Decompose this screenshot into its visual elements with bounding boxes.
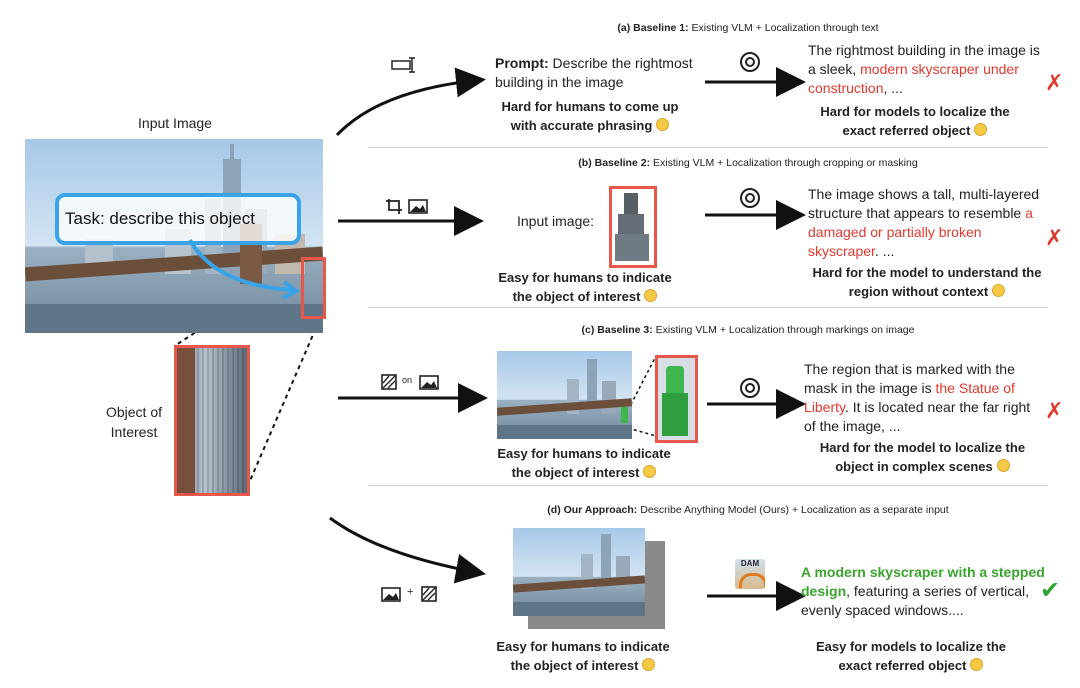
curve-arrow-to-ours [329, 516, 486, 584]
emoji-icon [644, 289, 658, 302]
ours-success-mark: ✔ [1040, 577, 1061, 604]
baseline1-prompt-label: Prompt: [495, 55, 549, 71]
ours-human-note-text: Easy for humans to indicate the object o… [496, 639, 670, 673]
ours-header-rest: Describe Anything Model (Ours) + Localiz… [637, 504, 949, 516]
baseline2-input-label: Input image: [517, 213, 595, 229]
baseline1-output-tail: , ... [883, 80, 903, 96]
baseline1-model-note: Hard for models to localize the exact re… [810, 102, 1020, 140]
emoji-icon [992, 284, 1006, 297]
baseline1-output-highlight: modern skyscraper under construction [808, 61, 1019, 96]
baseline2-model-note: Hard for the model to understand the reg… [812, 263, 1042, 301]
baseline1-header: (a) Baseline 1: Existing VLM + Localizat… [458, 22, 1038, 34]
dam-logo-icon: DAM [735, 559, 765, 589]
baseline3-output-highlight: the Statue of Liberty [804, 380, 1015, 415]
mask-on-image-icon [381, 373, 441, 391]
baseline2-output: The image shows a tall, multi-layered st… [808, 185, 1048, 261]
baseline2-output-tail: . ... [874, 243, 895, 259]
object-crop-image [174, 345, 250, 496]
baseline1-fail-mark: ✗ [1045, 70, 1064, 95]
ours-output: A modern skyscraper with a stepped desig… [801, 563, 1046, 620]
baseline1-human-note-text: Hard for humans to come up with accurate… [501, 99, 679, 133]
object-label-line1: Object of [105, 404, 163, 420]
object-label-line2: Interest [110, 424, 158, 440]
openai-logo-icon [738, 376, 762, 400]
baseline2-output-highlight: a damaged or partially broken skyscraper [808, 205, 1033, 259]
image-plus-mask-icon [381, 585, 441, 603]
icon-on-text: on [402, 375, 413, 385]
ours-input-image [513, 528, 645, 616]
baseline2-header: (b) Baseline 2: Existing VLM + Localizat… [458, 157, 1038, 169]
emoji-icon [642, 658, 656, 671]
ours-header: (d) Our Approach: Describe Anything Mode… [458, 504, 1038, 516]
dam-logo-text: DAM [740, 559, 760, 568]
baseline3-zoom-inset [655, 355, 698, 443]
ours-header-bold: (d) Our Approach: [547, 504, 638, 516]
ours-model-note: Easy for models to localize the exact re… [806, 637, 1016, 675]
separator-1 [368, 147, 1048, 148]
separator-3 [368, 485, 1048, 486]
baseline3-model-note: Hard for the model to localize the objec… [815, 438, 1030, 476]
baseline1-header-bold: (a) Baseline 1: [617, 22, 689, 34]
icon-plus-text: + [407, 586, 414, 598]
baseline2-header-bold: (b) Baseline 2: [578, 157, 651, 169]
baseline2-fail-mark: ✗ [1045, 225, 1064, 250]
baseline2-model-note-text: Hard for the model to understand the reg… [812, 265, 1042, 299]
curve-arrow-to-baseline1 [335, 67, 486, 137]
baseline3-human-note-text: Easy for humans to indicate the object o… [497, 446, 671, 480]
b3-zoom-line-top [627, 355, 657, 411]
b3-zoom-line-bottom [627, 427, 657, 437]
object-bbox [301, 257, 326, 319]
ours-output-highlight: A modern skyscraper with a stepped desig… [801, 564, 1045, 599]
emoji-icon [643, 465, 657, 478]
emoji-icon [970, 658, 984, 671]
task-callout: Task: describe this object [55, 193, 301, 245]
emoji-icon [656, 118, 670, 131]
baseline2-human-note-text: Easy for humans to indicate the object o… [498, 270, 672, 304]
crop-image-icon [386, 197, 430, 215]
baseline1-prompt: Prompt: Describe the rightmost building … [495, 54, 710, 92]
baseline2-output-plain: The image shows a tall, multi-layered st… [808, 186, 1040, 221]
baseline1-prompt-text: Describe the rightmost building in the i… [495, 55, 693, 90]
baseline1-header-rest: Existing VLM + Localization through text [688, 22, 879, 34]
ours-human-note: Easy for humans to indicate the object o… [494, 637, 672, 675]
input-image-label: Input Image [138, 115, 212, 131]
baseline3-marked-image [497, 351, 632, 439]
openai-logo-icon [738, 50, 762, 74]
baseline1-model-note-text: Hard for models to localize the exact re… [820, 104, 1010, 138]
task-text: Task: describe this object [65, 209, 255, 228]
zoom-line-bottom [245, 313, 323, 491]
baseline3-output: The region that is marked with the mask … [804, 360, 1039, 436]
ours-model-note-text: Easy for models to localize the exact re… [816, 639, 1006, 673]
baseline1-human-note: Hard for humans to come up with accurate… [495, 97, 685, 135]
baseline1-output: The rightmost building in the image is a… [808, 41, 1043, 98]
emoji-icon [996, 459, 1010, 472]
baseline3-header: (c) Baseline 3: Existing VLM + Localizat… [458, 324, 1038, 336]
baseline3-model-note-text: Hard for the model to localize the objec… [819, 440, 1026, 474]
baseline3-header-rest: Existing VLM + Localization through mark… [652, 324, 915, 336]
emoji-icon [974, 123, 988, 136]
baseline1-output-plain: The rightmost building in the image is a… [808, 42, 1040, 77]
separator-2 [368, 307, 1048, 308]
ours-output-tail: , featuring a series of vertical, evenly… [801, 583, 1029, 618]
text-cursor-icon [391, 56, 419, 74]
baseline3-header-bold: (c) Baseline 3: [581, 324, 653, 336]
baseline2-header-rest: Existing VLM + Localization through crop… [650, 157, 918, 169]
baseline3-fail-mark: ✗ [1045, 398, 1064, 423]
baseline2-cropped-object [609, 186, 657, 268]
baseline2-human-note: Easy for humans to indicate the object o… [497, 268, 673, 306]
baseline3-output-tail: . It is located near the far right of th… [804, 399, 1031, 434]
openai-logo-icon [738, 186, 762, 210]
baseline3-output-plain: The region that is marked with the mask … [804, 361, 1015, 396]
object-of-interest-label: Object of Interest [100, 402, 168, 442]
baseline3-human-note: Easy for humans to indicate the object o… [496, 444, 672, 482]
